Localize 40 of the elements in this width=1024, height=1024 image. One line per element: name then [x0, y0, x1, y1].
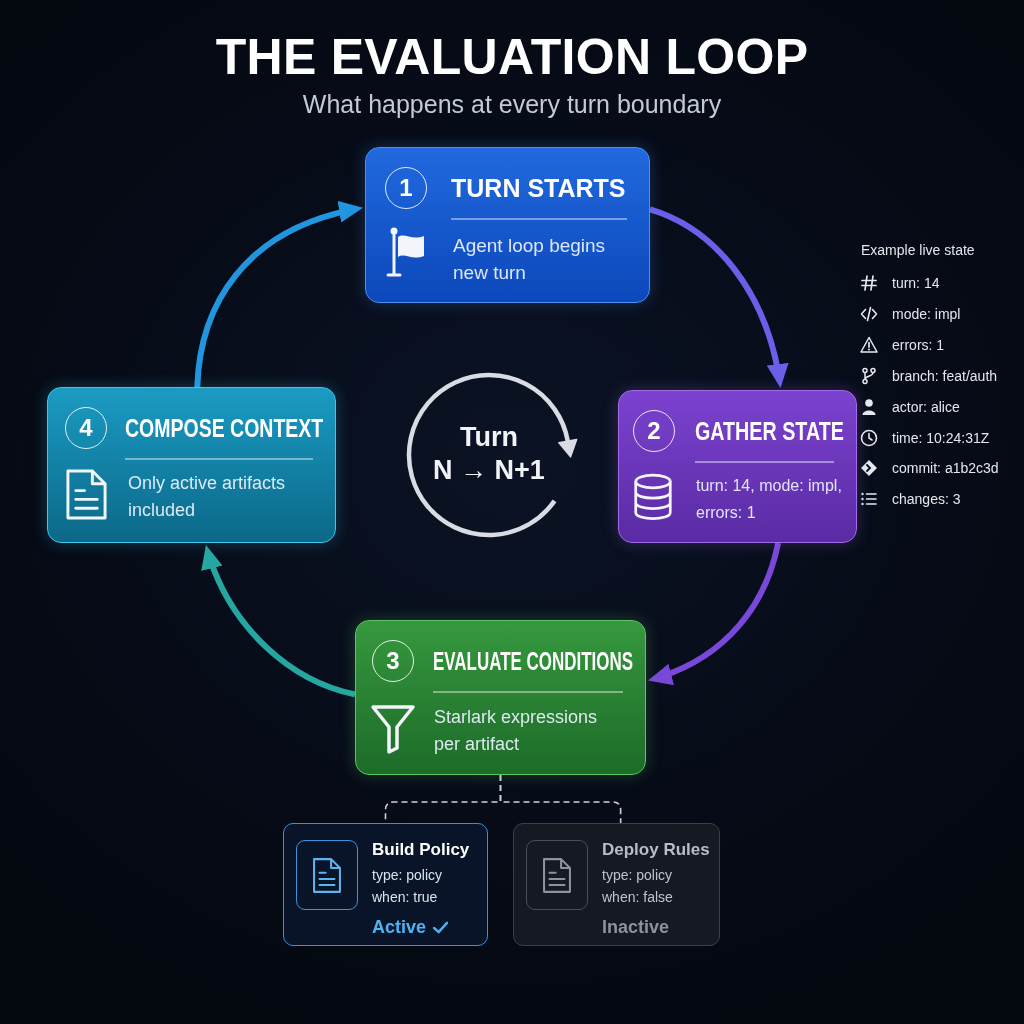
process-box	[618, 390, 857, 543]
step-description: Starlark expressions per artifact	[434, 706, 599, 756]
process-box	[365, 147, 650, 303]
artifact-name: Build Policy	[372, 839, 470, 861]
state-item: branch: feat/auth	[892, 367, 998, 385]
state-item: actor: alice	[892, 398, 960, 416]
artifact-field: type: policy	[372, 866, 443, 884]
state-item: time: 10:24:31Z	[892, 429, 990, 447]
step-title: TURN STARTS	[451, 173, 626, 203]
diagram-title: THE EVALUATION LOOP	[215, 28, 809, 86]
cycle-label: Turn	[460, 421, 518, 453]
state-item: turn: 14	[892, 274, 940, 292]
curved-arrow	[648, 206, 788, 389]
artifact-card	[283, 823, 488, 946]
artifact-name: Deploy Rules	[602, 839, 710, 861]
curved-arrow	[202, 544, 356, 698]
step-title: GATHER STATE	[695, 416, 844, 446]
state-item: mode: impl	[892, 305, 961, 323]
subtitle: What happens at every turn boundary	[302, 89, 722, 120]
artifact-card	[513, 823, 720, 946]
panel-heading: Example live state	[861, 241, 975, 259]
process-box	[355, 620, 646, 775]
artifact-field: when: false	[602, 888, 673, 906]
status-text: Inactive	[602, 916, 670, 938]
step-description: turn: 14, mode: impl, errors: 1	[696, 476, 843, 523]
state-item: commit: a1b2c3d	[892, 459, 999, 477]
process-box	[47, 387, 336, 543]
step-description: Agent loop begins new turn	[453, 234, 607, 285]
step-title: COMPOSE CONTEXT	[125, 413, 324, 443]
step-title: EVALUATE CONDITIONS	[433, 646, 633, 676]
status-text: Active	[372, 916, 427, 938]
cycle-label: N → N+1	[433, 454, 545, 486]
artifact-field: when: true	[372, 888, 438, 906]
state-item: changes: 3	[892, 490, 961, 508]
step-description: Only active artifacts included	[128, 472, 287, 522]
dashed-connector	[499, 774, 622, 824]
curved-arrow	[194, 202, 364, 388]
curved-arrow	[647, 542, 782, 684]
state-item: errors: 1	[892, 336, 945, 354]
artifact-field: type: policy	[602, 866, 673, 884]
